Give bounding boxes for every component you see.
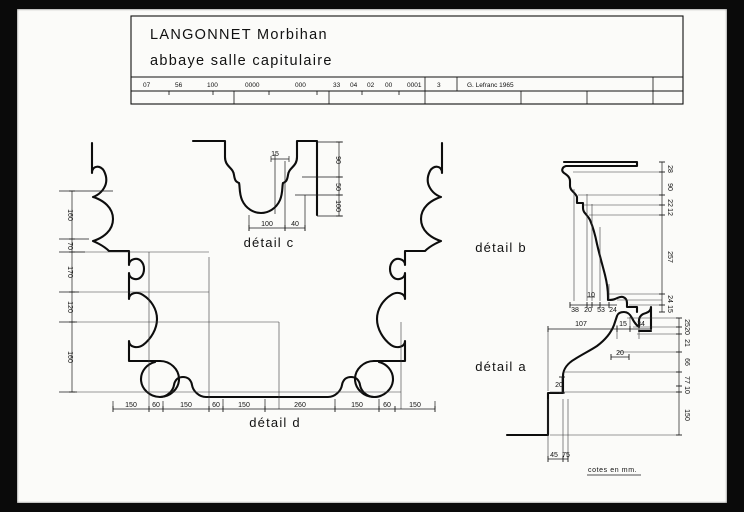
detail-a-dim-inner-0: 20 bbox=[616, 350, 624, 357]
detail-c-dim-right-2: 100 bbox=[334, 200, 341, 212]
sheet-number: 3 bbox=[437, 82, 441, 89]
detail-c-dim-right-1: 50 bbox=[334, 183, 341, 191]
detail-a-dim-right-6: 150 bbox=[683, 409, 690, 421]
units-note-label: cotes en mm. bbox=[588, 467, 637, 474]
detail-b-dim-right-4: 257 bbox=[666, 251, 673, 263]
units-note: cotes en mm. bbox=[587, 467, 641, 476]
detail-d-dim-bottom-2: 150 bbox=[180, 402, 192, 409]
detail-b-dim-right-2: 22 bbox=[666, 199, 673, 207]
detail-d-dim-bottom-5: 260 bbox=[294, 402, 306, 409]
title-block: LANGONNET Morbihan abbaye salle capitula… bbox=[130, 15, 684, 105]
detail-c-dim-right-chain bbox=[295, 141, 343, 217]
detail-a-dim-right-3: 66 bbox=[683, 358, 690, 366]
detail-d-dim-bottom-7: 60 bbox=[383, 402, 391, 409]
detail-d-dim-left-2: 170 bbox=[66, 266, 73, 278]
detail-d: 160 70 170 120 160 bbox=[59, 141, 444, 430]
code-2: 100 bbox=[207, 82, 218, 89]
detail-d-dim-bottom-0: 150 bbox=[125, 402, 137, 409]
code-8: 00 bbox=[385, 82, 393, 89]
detail-a-dim-top-chain bbox=[547, 326, 652, 332]
detail-c-dim-15 bbox=[270, 154, 290, 214]
title-line-1: LANGONNET Morbihan bbox=[150, 27, 328, 43]
drawing-sheet: LANGONNET Morbihan abbaye salle capitula… bbox=[17, 9, 727, 503]
detail-c-dim-bottom-1: 40 bbox=[291, 221, 299, 228]
detail-b: 28 90 22 12 257 24 15 bbox=[475, 160, 673, 314]
detail-a-dim-top-2: 34 bbox=[637, 321, 645, 328]
detail-a-dim-right-1: 20 bbox=[683, 327, 690, 335]
detail-d-dim-bottom-4: 150 bbox=[238, 402, 250, 409]
detail-a-dim-right-2: 21 bbox=[683, 339, 690, 347]
detail-b-dim-right-1: 90 bbox=[666, 183, 673, 191]
detail-b-leaders bbox=[573, 171, 662, 306]
detail-a-dim-top-0: 107 bbox=[575, 321, 587, 328]
detail-a-dim-right-4: 77 bbox=[683, 376, 690, 384]
code-9: 0001 bbox=[407, 82, 422, 89]
detail-d-dim-left-3: 120 bbox=[66, 301, 73, 313]
detail-d-dim-left-1: 70 bbox=[66, 242, 73, 250]
detail-d-dim-bottom-1: 60 bbox=[152, 402, 160, 409]
detail-c: 15 90 50 100 bbox=[191, 139, 343, 250]
detail-a-caption: détail a bbox=[475, 359, 527, 374]
detail-a-dim-inner-1: 20 bbox=[555, 382, 563, 389]
author-label: G. Lefranc 1965 bbox=[467, 82, 514, 89]
detail-d-dim-bottom-chain bbox=[112, 399, 436, 412]
detail-d-dim-bottom-3: 60 bbox=[212, 402, 220, 409]
detail-b-dim-right-5: 24 bbox=[666, 295, 673, 303]
code-1: 56 bbox=[175, 82, 183, 89]
detail-a-dim-top-1: 15 bbox=[619, 321, 627, 328]
detail-c-caption: détail c bbox=[244, 235, 295, 250]
detail-d-dim-left-4: 160 bbox=[66, 351, 73, 363]
detail-a-dim-right-0: 25 bbox=[683, 319, 690, 327]
detail-b-dim-bottom-1: 20 bbox=[584, 307, 592, 314]
detail-c-dim-top-0: 15 bbox=[271, 151, 279, 158]
detail-a-dim-inner-upper bbox=[610, 354, 630, 360]
architectural-drawing: LANGONNET Morbihan abbaye salle capitula… bbox=[59, 15, 690, 476]
detail-b-dim-bottom-2: 10 bbox=[587, 292, 595, 299]
title-line-2: abbaye salle capitulaire bbox=[150, 53, 333, 69]
detail-a-dim-right-5: 10 bbox=[683, 386, 690, 394]
detail-b-dim-right-0: 28 bbox=[666, 165, 673, 173]
code-4: 000 bbox=[295, 82, 306, 89]
code-6: 04 bbox=[350, 82, 358, 89]
detail-a-leaders bbox=[547, 317, 679, 459]
code-0: 07 bbox=[143, 82, 151, 89]
detail-a-dim-bottom-chain bbox=[547, 456, 569, 462]
code-7: 02 bbox=[367, 82, 375, 89]
code-3: 0000 bbox=[245, 82, 260, 89]
detail-a-dim-bottom-1: 75 bbox=[562, 452, 570, 459]
detail-a-dim-inner-left bbox=[559, 376, 565, 394]
code-5: 33 bbox=[333, 82, 341, 89]
detail-a: 107 15 34 20 bbox=[475, 305, 690, 462]
detail-d-dim-left-0: 160 bbox=[66, 209, 73, 221]
detail-c-dim-right-0: 90 bbox=[334, 156, 341, 164]
detail-b-dim-right-3: 12 bbox=[666, 208, 673, 216]
detail-b-dim-bottom-chain bbox=[569, 296, 617, 308]
detail-a-dim-bottom-0: 45 bbox=[550, 452, 558, 459]
detail-d-dim-bottom-8: 150 bbox=[409, 402, 421, 409]
detail-b-dim-right-6: 15 bbox=[666, 305, 673, 313]
detail-d-caption: détail d bbox=[249, 415, 301, 430]
detail-a-dim-right-chain bbox=[676, 317, 682, 436]
detail-c-dim-bottom-chain bbox=[248, 195, 306, 231]
detail-b-dim-right-chain bbox=[659, 161, 665, 313]
detail-b-dim-bottom-4: 24 bbox=[609, 307, 617, 314]
detail-d-dim-left-chain bbox=[59, 190, 113, 393]
detail-d-construction-lines bbox=[72, 251, 402, 409]
detail-c-dim-bottom-0: 100 bbox=[261, 221, 273, 228]
detail-d-dim-bottom-6: 150 bbox=[351, 402, 363, 409]
detail-b-dim-bottom-0: 38 bbox=[571, 307, 579, 314]
detail-b-dim-bottom-3: 53 bbox=[597, 307, 605, 314]
detail-b-caption: détail b bbox=[475, 240, 527, 255]
